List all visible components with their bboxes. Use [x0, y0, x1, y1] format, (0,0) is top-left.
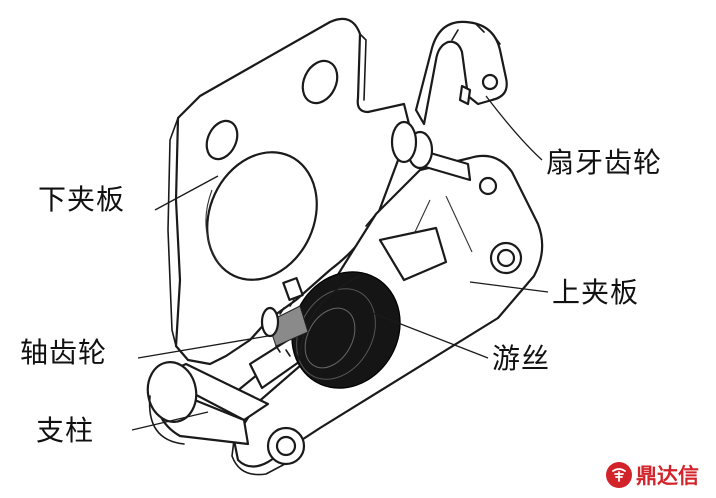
leader-lower-plate	[154, 175, 219, 211]
label-hairspring: 游丝	[492, 342, 551, 375]
leader-shaft-gear	[137, 335, 269, 359]
upper-shaft	[390, 120, 473, 265]
label-sector-gear: 扇牙齿轮	[546, 146, 663, 179]
label-pillar: 支柱	[36, 414, 95, 447]
watermark: 鼎达信	[606, 462, 699, 488]
shaft-gear	[260, 277, 309, 361]
watermark-text: 鼎达信	[636, 464, 699, 488]
leader-hairspring	[369, 311, 489, 359]
label-lower-plate: 下夹板	[38, 183, 126, 216]
tag-icon	[612, 468, 626, 482]
inner-bracket	[234, 226, 448, 406]
lower-plate	[167, 17, 412, 366]
label-shaft-gear: 轴齿轮	[20, 336, 108, 369]
hairspring	[291, 271, 401, 389]
leader-upper-plate	[469, 281, 549, 293]
leader-lines	[131, 95, 549, 431]
sector-gear	[414, 20, 508, 126]
leader-pillar	[131, 411, 209, 431]
watermark-logo-icon	[606, 462, 632, 488]
leader-sector-gear	[485, 95, 543, 161]
label-upper-plate: 上夹板	[552, 276, 640, 309]
